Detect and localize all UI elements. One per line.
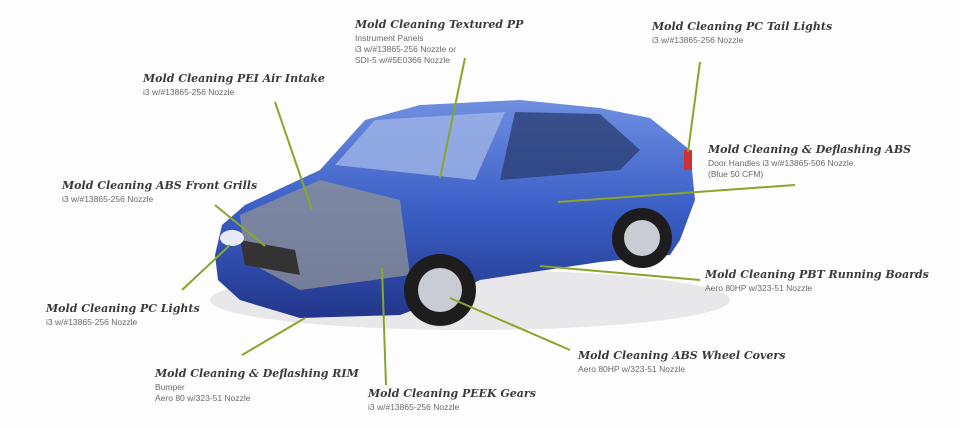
label-title: Mold Cleaning & Deflashing ABS xyxy=(708,143,912,156)
label-detail: (Blue 50 CFM) xyxy=(708,169,764,179)
label-pei-air-intake: Mold Cleaning PEI Air Intake i3 w/#13865… xyxy=(143,72,325,98)
label-title: Mold Cleaning PEI Air Intake xyxy=(143,72,325,85)
label-pc-tail-lights: Mold Cleaning PC Tail Lights i3 w/#13865… xyxy=(652,20,832,46)
label-detail: Aero 80 w/323-51 Nozzle xyxy=(155,393,251,403)
leader-line xyxy=(539,265,701,281)
rear-wheel-cover xyxy=(624,220,660,256)
leader-line xyxy=(449,297,571,351)
label-title: Mold Cleaning Textured PP xyxy=(355,18,524,31)
label-textured-pp: Mold Cleaning Textured PP Instrument Pan… xyxy=(355,18,523,66)
leader-line xyxy=(274,101,313,211)
label-title: Mold Cleaning PEEK Gears xyxy=(368,387,536,400)
label-peek-gears: Mold Cleaning PEEK Gears i3 w/#13865-256… xyxy=(368,387,536,413)
label-detail: Aero 80HP w/323-51 Nozzle xyxy=(578,364,686,374)
label-title: Mold Cleaning PBT Running Boards xyxy=(705,268,929,281)
leader-line xyxy=(241,317,306,356)
label-detail: i3 w/#13865-256 Nozzle xyxy=(62,194,154,204)
label-detail: i3 w/#13865-256 Nozzle or xyxy=(355,44,457,54)
label-detail: Bumper xyxy=(155,382,185,392)
windshield xyxy=(335,112,505,180)
label-detail: SDI-5 w/#5E0366 Nozzle xyxy=(355,55,450,65)
label-detail: Door Handles i3 w/#13865-506 Nozzle xyxy=(708,158,854,168)
label-title: Mold Cleaning PC Tail Lights xyxy=(652,20,833,33)
leader-line xyxy=(181,244,231,291)
leader-line xyxy=(214,204,266,247)
leader-line xyxy=(381,267,387,386)
headlight xyxy=(220,230,244,246)
label-title: Mold Cleaning PC Lights xyxy=(46,302,200,315)
leader-line xyxy=(557,184,796,203)
label-deflashing-abs: Mold Cleaning & Deflashing ABS Door Hand… xyxy=(708,143,911,180)
label-detail: i3 w/#13865-256 Nozzle xyxy=(368,402,460,412)
label-detail: i3 w/#13865-256 Nozzle xyxy=(143,87,235,97)
leader-line xyxy=(687,61,701,153)
label-title: Mold Cleaning ABS Wheel Covers xyxy=(578,349,786,362)
label-detail: Instrument Panels xyxy=(355,33,424,43)
label-title: Mold Cleaning ABS Front Grills xyxy=(62,179,258,192)
label-abs-front-grills: Mold Cleaning ABS Front Grills i3 w/#138… xyxy=(62,179,257,205)
label-title: Mold Cleaning & Deflashing RIM xyxy=(155,367,359,380)
label-abs-wheel-covers: Mold Cleaning ABS Wheel Covers Aero 80HP… xyxy=(578,349,785,375)
grille xyxy=(240,240,300,275)
label-pc-lights: Mold Cleaning PC Lights i3 w/#13865-256 … xyxy=(46,302,200,328)
label-detail: Aero 80HP w/323-51 Nozzle xyxy=(705,283,813,293)
label-pbt-running-boards: Mold Cleaning PBT Running Boards Aero 80… xyxy=(705,268,929,294)
tail-light xyxy=(684,150,692,170)
label-detail: i3 w/#13865-256 Nozzle xyxy=(652,35,744,45)
side-windows xyxy=(500,112,640,180)
label-detail: i3 w/#13865-256 Nozzle xyxy=(46,317,138,327)
leader-lines xyxy=(181,57,796,386)
leader-line xyxy=(439,57,466,179)
front-wheel-cover xyxy=(418,268,462,312)
